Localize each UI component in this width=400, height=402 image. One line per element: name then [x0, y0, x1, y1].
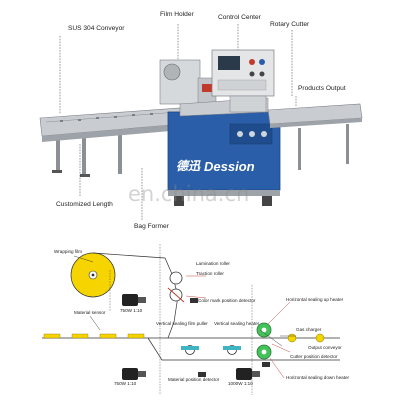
- label-rotary-cutter: Rotary Cutter: [270, 21, 310, 28]
- schematic-diagram: [42, 244, 340, 395]
- watermark: en.china.cn: [128, 182, 250, 206]
- label-film-holder: Film Holder: [160, 11, 194, 18]
- label-bag-former: Bag Former: [134, 223, 169, 230]
- label-horizontal-down-heater: Horizontal sealing down heater: [286, 375, 350, 380]
- label-motor-bottom-left: 750W 1:10: [114, 381, 137, 386]
- label-lamination-roller: Lamination roller: [196, 261, 230, 266]
- brand-en: Dession: [204, 159, 255, 174]
- label-wrapping-film: Wrapping film: [54, 249, 82, 254]
- label-horizontal-up-heater: Horizontal sealing up heater: [286, 297, 344, 302]
- label-vertical-film-puller: Vertical sealing film puller: [156, 321, 208, 326]
- label-motor-top: 750W 1:10: [120, 308, 143, 313]
- label-vertical-heater: Vertical sealing heater: [214, 321, 260, 326]
- label-motor-bottom-right: 1000W 1:10: [228, 381, 253, 386]
- label-material-detector: Material position detector: [168, 377, 220, 382]
- brand-cn: 德迅: [176, 159, 201, 173]
- label-products-output: Products Output: [298, 85, 346, 92]
- label-output-conveyor: Output conveyor: [308, 345, 342, 350]
- machine-photo: [39, 24, 363, 220]
- label-color-mark-detector: Color mark position detector: [198, 298, 256, 303]
- label-custom-length: Customized Length: [56, 201, 113, 208]
- label-cutter-detector: Cutter position detector: [290, 354, 338, 359]
- label-gas-charger: Gas charger: [296, 327, 322, 332]
- label-sus-conveyor: SUS 304 Conveyor: [68, 25, 125, 32]
- label-traction-roller: Traction roller: [196, 271, 224, 276]
- label-material-sensor: Material sensor: [74, 310, 106, 315]
- label-control-center: Control Center: [218, 14, 261, 21]
